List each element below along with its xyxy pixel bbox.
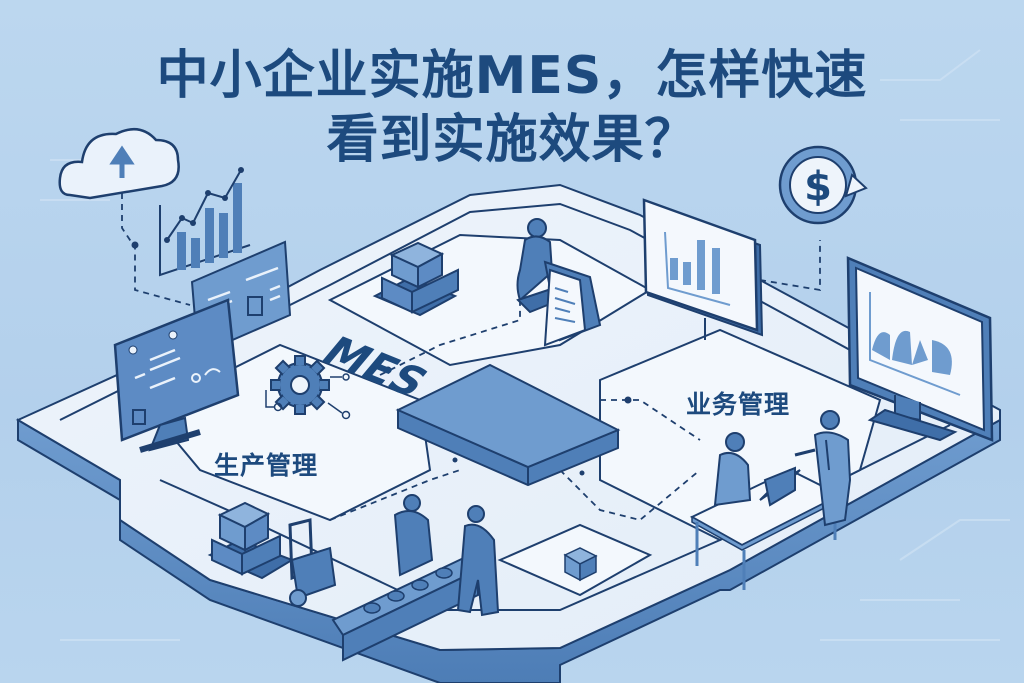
- bar-line-chart-icon: [159, 167, 251, 277]
- zone-label-production: 生产管理: [214, 451, 319, 480]
- dashboard-monitor-icon: [113, 240, 292, 453]
- factory-workers-icon: [393, 494, 500, 617]
- box-stack-icon: [372, 241, 459, 317]
- conveyor-belt-icon: [331, 553, 480, 662]
- dashed-connectors: [121, 160, 821, 521]
- package-box-icon: [563, 547, 598, 582]
- gear-network-icon: [265, 355, 351, 420]
- dollar-cycle-icon: $: [778, 145, 868, 225]
- svg-text:$: $: [804, 164, 832, 210]
- robot-worker-icon: [516, 218, 602, 347]
- background-circuit-lines: [40, 49, 1010, 641]
- analytics-monitor-icon: [846, 256, 994, 442]
- office-desk-icon: [689, 410, 852, 590]
- connector-nodes: [131, 241, 632, 404]
- forklift-icon: [207, 501, 337, 607]
- bar-chart-panel-icon: [642, 198, 764, 340]
- laptop-icon: [759, 466, 801, 507]
- page-title-line-1: 中小企业实施MES，怎样快速: [156, 46, 868, 106]
- zone-label-business: 业务管理: [686, 390, 791, 419]
- cloud-upload-icon: [58, 127, 180, 200]
- page-title-line-2: 看到实施效果？: [326, 110, 698, 170]
